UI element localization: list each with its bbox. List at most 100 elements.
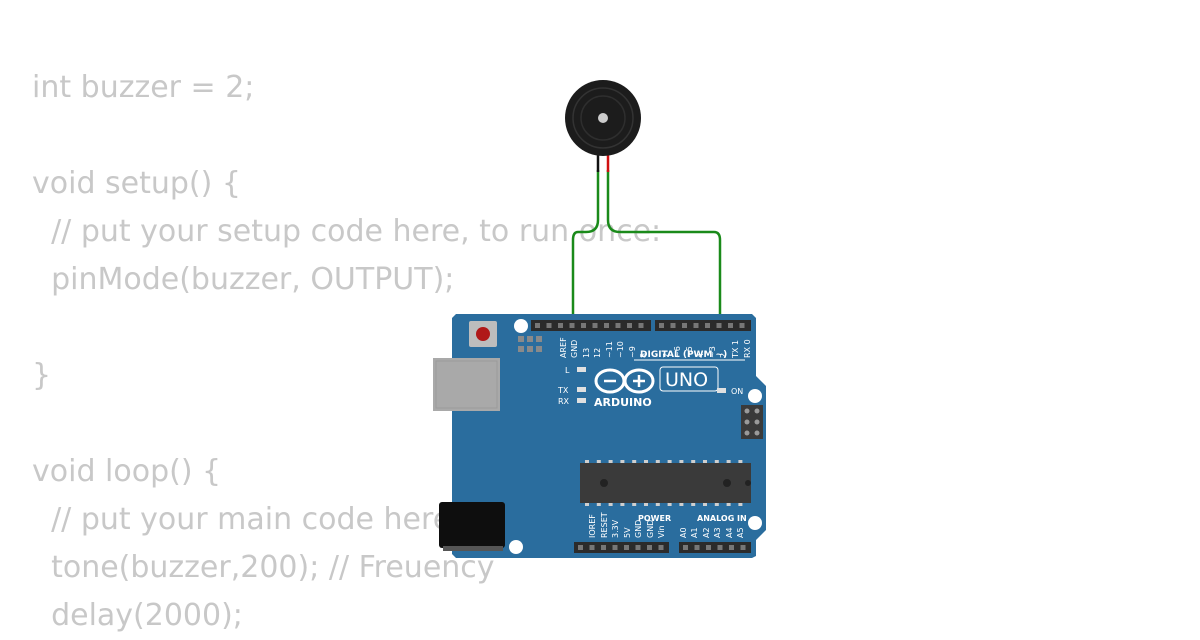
pin-hole bbox=[658, 545, 664, 550]
power-label: POWER bbox=[638, 514, 671, 523]
pin-hole bbox=[635, 545, 641, 550]
pin-label: GND bbox=[634, 520, 643, 538]
code-line: } bbox=[32, 358, 52, 393]
pin-label: ~11 bbox=[605, 341, 614, 358]
chip-pin bbox=[644, 460, 648, 463]
pin-label: ~3 bbox=[708, 346, 717, 358]
pin-hole bbox=[604, 323, 609, 328]
power-jack bbox=[439, 502, 505, 548]
power-header bbox=[574, 542, 669, 553]
pin-label: GND bbox=[570, 340, 579, 358]
code-line: int buzzer = 2; bbox=[32, 70, 255, 105]
chip-pin bbox=[726, 460, 731, 463]
pin-hole bbox=[624, 545, 629, 550]
pin-label: 8 bbox=[639, 353, 648, 358]
atmega-chip bbox=[580, 460, 751, 506]
pin-hole bbox=[601, 545, 606, 550]
pin-hole bbox=[682, 323, 687, 328]
wire-gnd bbox=[571, 170, 600, 324]
chip-pin bbox=[620, 460, 625, 463]
pin-hole bbox=[578, 545, 583, 550]
chip-pin bbox=[738, 460, 743, 463]
pin-label: GND bbox=[646, 520, 655, 538]
pin-label: 12 bbox=[593, 348, 602, 358]
chip-pin bbox=[585, 460, 589, 463]
pin-hole bbox=[728, 323, 733, 328]
pin-label: RX 0 bbox=[743, 339, 752, 358]
code-line: delay(2000); bbox=[32, 598, 243, 633]
chip-pin bbox=[714, 503, 719, 506]
pin-hole bbox=[694, 545, 700, 550]
pin-hole bbox=[569, 323, 575, 328]
analog-label: ANALOG IN bbox=[697, 514, 747, 523]
model-label: UNO bbox=[665, 369, 708, 391]
pin-hole bbox=[683, 545, 688, 550]
digital-header-left bbox=[531, 320, 651, 331]
pin-label: 4 bbox=[696, 353, 705, 358]
rx-led bbox=[577, 398, 586, 403]
pin-label: A3 bbox=[713, 527, 722, 538]
pin-hole bbox=[670, 323, 676, 328]
chip-pin bbox=[679, 460, 684, 463]
pin-hole bbox=[693, 323, 699, 328]
l-led bbox=[577, 367, 586, 372]
pin-hole bbox=[558, 323, 563, 328]
pin-hole bbox=[589, 545, 595, 550]
pin-label: A1 bbox=[690, 527, 699, 538]
pin-hole bbox=[615, 323, 621, 328]
uno-badge bbox=[659, 366, 719, 392]
code-line: pinMode(buzzer, OUTPUT); bbox=[32, 262, 455, 297]
pin-hole bbox=[716, 323, 722, 328]
digital-header-right bbox=[655, 320, 751, 331]
wire-signal bbox=[606, 170, 722, 324]
l-led-label: L bbox=[565, 366, 570, 375]
chip-pin bbox=[714, 460, 719, 463]
pin-label: A4 bbox=[725, 527, 734, 538]
chip-pin bbox=[655, 460, 660, 463]
pin-hole bbox=[535, 323, 540, 328]
chip-pin bbox=[738, 503, 743, 506]
pin-label: RESET bbox=[600, 512, 609, 538]
pin-label: 7 bbox=[662, 353, 671, 358]
digital-label: DIGITAL (PWM ~) bbox=[640, 350, 727, 360]
on-led bbox=[717, 388, 726, 393]
analog-header bbox=[679, 542, 751, 553]
pin-label: ~5 bbox=[685, 346, 694, 358]
pin-hole bbox=[659, 323, 664, 328]
buzzer[interactable] bbox=[565, 80, 641, 172]
chip-pin bbox=[667, 503, 672, 506]
pin-label: TX 1 bbox=[731, 340, 740, 359]
pin-label: A5 bbox=[736, 527, 745, 538]
code-line: void loop() { bbox=[32, 454, 222, 489]
chip-pin bbox=[691, 460, 696, 463]
brand-label: ARDUINO bbox=[594, 396, 652, 409]
pin-label: 5V bbox=[623, 527, 632, 538]
on-led-label: ON bbox=[731, 387, 743, 396]
pin-label: ~6 bbox=[673, 346, 682, 358]
pin-hole bbox=[729, 545, 734, 550]
pin-label: A0 bbox=[679, 527, 688, 538]
chip-pin bbox=[703, 460, 707, 463]
chip-pin bbox=[596, 460, 601, 463]
chip-pin bbox=[703, 503, 707, 506]
chip-pin bbox=[632, 460, 637, 463]
chip-pin bbox=[726, 503, 731, 506]
pin-label: ~10 bbox=[616, 341, 625, 358]
tx-led bbox=[577, 387, 586, 392]
chip-pin bbox=[644, 503, 648, 506]
pin-hole bbox=[592, 323, 598, 328]
chip-pin bbox=[608, 503, 613, 506]
pin-label: 3.3V bbox=[611, 519, 620, 538]
usb-connector bbox=[433, 358, 500, 411]
pin-label: IOREF bbox=[588, 514, 597, 538]
pin-label: Vin bbox=[657, 525, 666, 538]
pin-hole bbox=[647, 545, 652, 550]
chip-pin bbox=[679, 503, 684, 506]
chip-pin bbox=[691, 503, 696, 506]
buzzer-center bbox=[598, 113, 608, 123]
chip-pin bbox=[585, 503, 589, 506]
pin-hole bbox=[717, 545, 723, 550]
chip-pin bbox=[667, 460, 672, 463]
